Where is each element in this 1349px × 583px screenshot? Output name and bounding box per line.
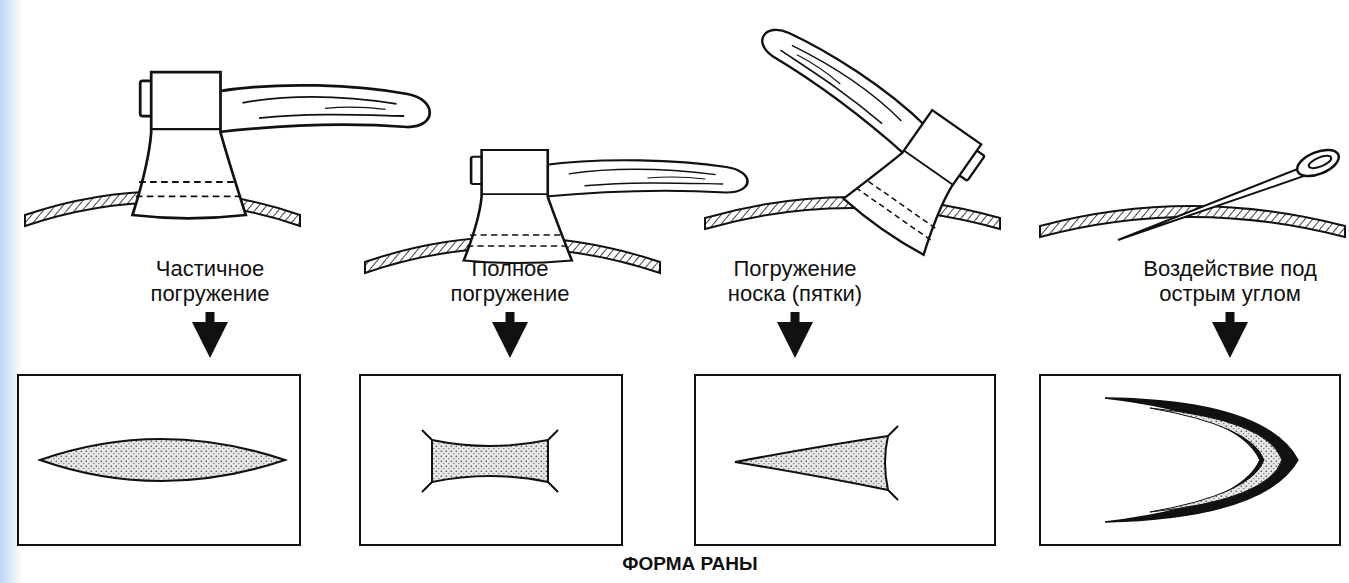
figure-caption: ФОРМА РАНЫ xyxy=(622,553,757,575)
needle xyxy=(1118,145,1343,240)
axe xyxy=(133,72,430,218)
panel-label: Воздействие под острым углом xyxy=(1123,256,1338,307)
panel-label: Погружение носка (пятки) xyxy=(708,256,883,307)
wound-shape xyxy=(1105,398,1298,522)
wound-shape xyxy=(422,430,558,492)
wound-shape xyxy=(40,439,285,481)
axe xyxy=(712,6,995,257)
panel-label: Полное погружение xyxy=(425,256,595,307)
wound-frame xyxy=(18,375,1340,545)
axe xyxy=(464,150,748,263)
down-arrow xyxy=(210,312,1230,340)
wound-shape xyxy=(735,426,898,500)
panel-label: Частичное погружение xyxy=(125,256,295,307)
